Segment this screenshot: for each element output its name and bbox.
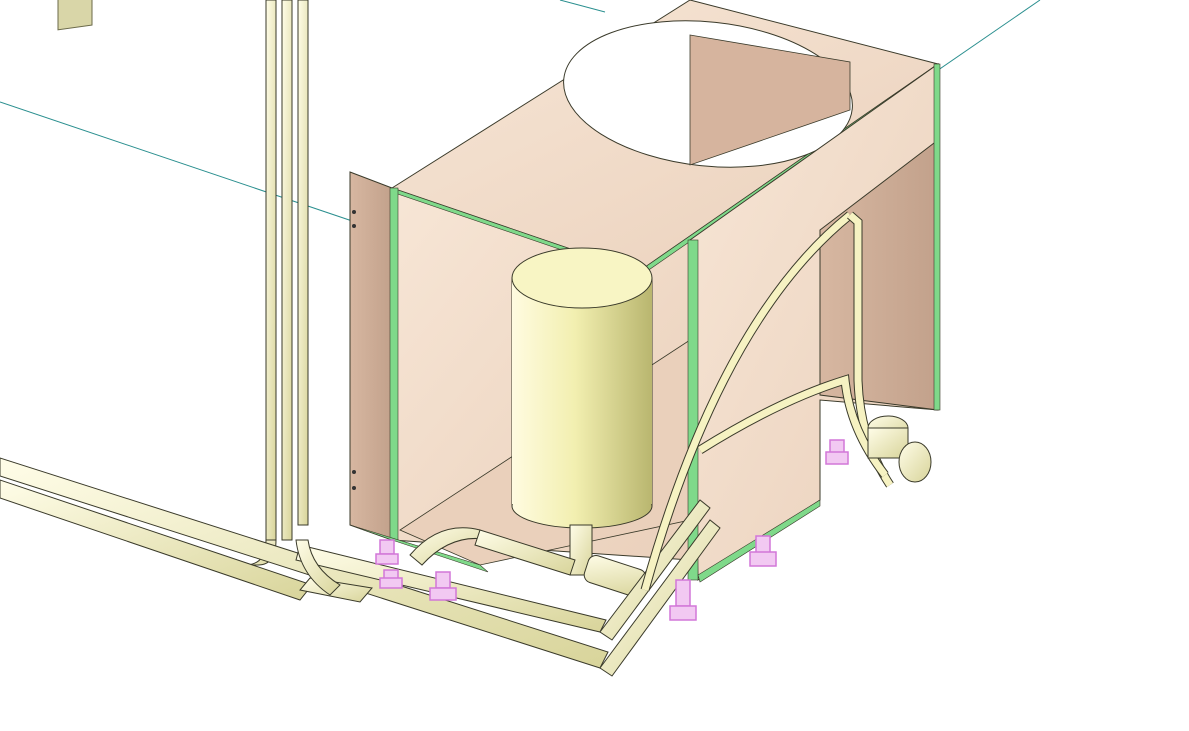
foot <box>825 439 849 465</box>
leveling-feet <box>375 439 849 621</box>
foot <box>379 569 403 589</box>
elbow-fitting <box>867 415 932 483</box>
water-tank <box>511 247 653 598</box>
right-curved-pipes <box>640 211 894 592</box>
foot <box>669 579 697 621</box>
foot <box>375 539 399 565</box>
left-cabinet-panel <box>0 0 268 560</box>
foot <box>429 571 457 601</box>
square-marker-icon <box>57 0 93 31</box>
cabinet-right-front <box>687 63 941 583</box>
horizontal-pipes <box>0 457 609 669</box>
foot <box>749 535 777 567</box>
